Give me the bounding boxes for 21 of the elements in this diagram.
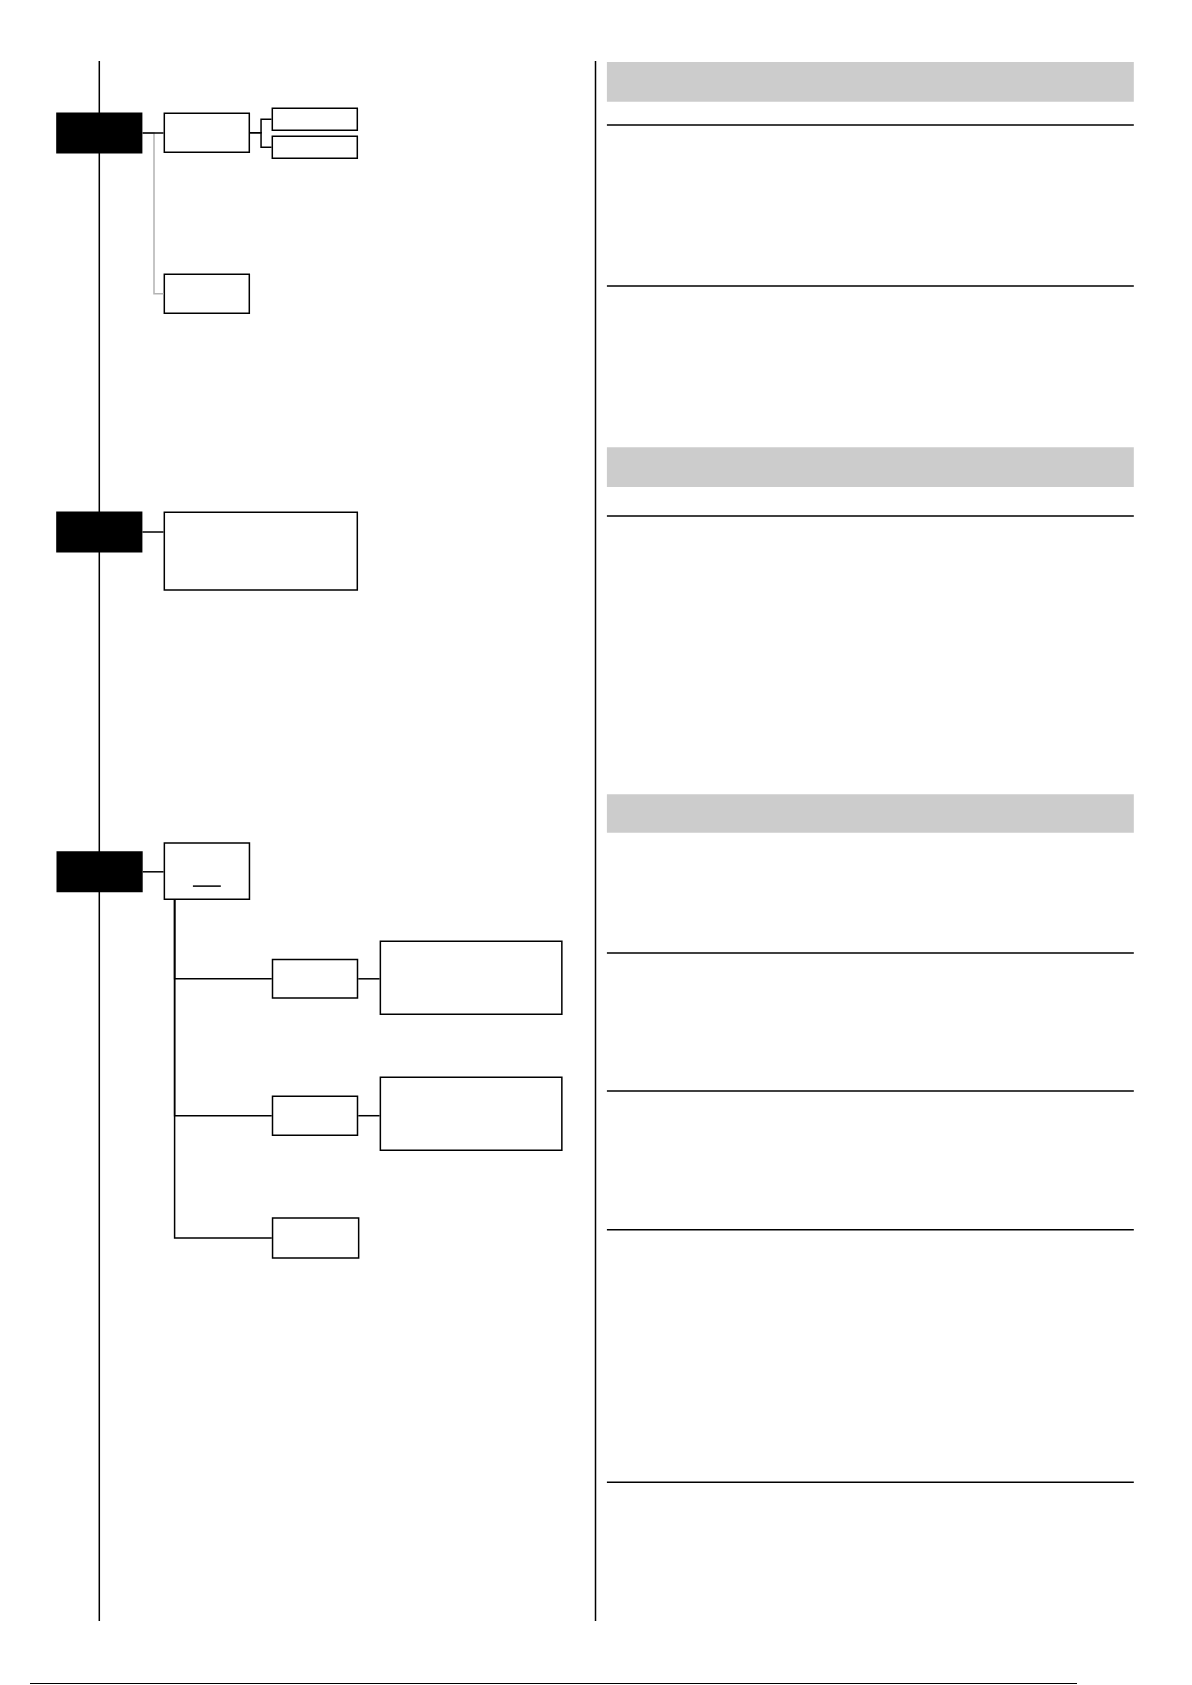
outline-box — [163, 842, 251, 900]
outline-box — [271, 107, 359, 132]
connector-line — [173, 899, 273, 1239]
outline-box — [271, 135, 359, 160]
connector-line — [141, 531, 165, 533]
connector-line — [141, 132, 165, 134]
outline-box — [271, 1217, 360, 1259]
connector-line — [357, 978, 381, 980]
filled-block — [56, 851, 143, 893]
outline-box — [163, 112, 251, 154]
filled-block — [56, 112, 143, 154]
outline-box — [271, 1095, 359, 1136]
outline-box — [379, 940, 563, 1015]
connector-line — [141, 871, 165, 873]
connector-line — [357, 1114, 381, 1117]
outline-box — [271, 958, 359, 999]
outline-box — [379, 1076, 563, 1152]
outline-box — [163, 273, 251, 315]
connector-line — [249, 132, 273, 149]
filled-block — [56, 511, 143, 553]
outline-box — [163, 511, 359, 591]
